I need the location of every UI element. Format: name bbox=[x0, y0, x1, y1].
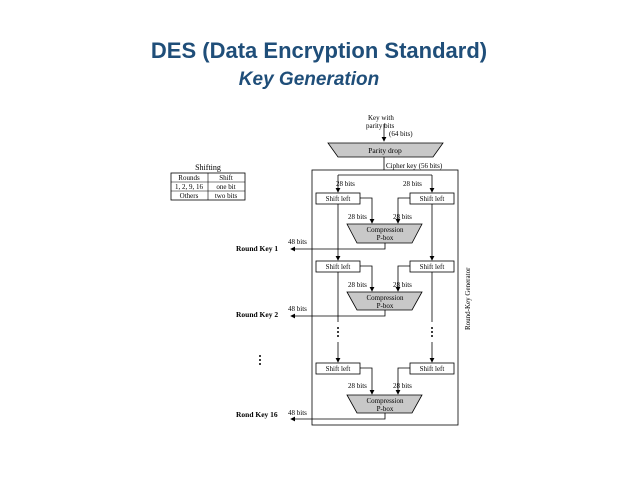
round-key-bits-label: 48 bits bbox=[288, 305, 307, 313]
compression-label: Compression bbox=[367, 226, 404, 234]
table-cell: Others bbox=[180, 192, 199, 200]
parity-drop-label: Parity drop bbox=[368, 146, 402, 155]
compression-pbox bbox=[346, 394, 423, 414]
table-header-shift: Shift bbox=[219, 174, 233, 182]
round-key-bits-label: 48 bits bbox=[288, 238, 307, 246]
shifting-table-title: Shifting bbox=[195, 163, 221, 172]
round-key-generator-frame bbox=[311, 169, 459, 426]
compression-label: Compression bbox=[367, 294, 404, 302]
half-bits-label: 28 bits bbox=[393, 382, 412, 390]
input-label: parity bits bbox=[366, 122, 394, 130]
compression-pbox bbox=[346, 223, 423, 244]
table-cell: 1, 2, 9, 16 bbox=[175, 183, 204, 191]
half-bits-label: 28 bits bbox=[336, 180, 355, 188]
compression-pbox bbox=[346, 291, 423, 311]
shift-left-label: Shift left bbox=[420, 365, 445, 373]
round-key-1-label: Round Key 1 bbox=[236, 244, 278, 253]
shift-left-label: Shift left bbox=[326, 195, 351, 203]
cipher-key-label: Cipher key (56 bits) bbox=[386, 162, 443, 170]
half-bits-label: 28 bits bbox=[393, 213, 412, 221]
compression-label: Compression bbox=[367, 397, 404, 405]
shift-left-label: Shift left bbox=[420, 263, 445, 271]
parity-drop-box bbox=[327, 142, 444, 158]
compression-label: P-box bbox=[377, 234, 394, 242]
shift-left-label: Shift left bbox=[326, 365, 351, 373]
ellipsis-dots bbox=[259, 327, 433, 365]
round-key-bits-label: 48 bits bbox=[288, 409, 307, 417]
half-bits-label: 28 bits bbox=[348, 213, 367, 221]
half-bits-label: 28 bits bbox=[348, 281, 367, 289]
table-header-rounds: Rounds bbox=[178, 174, 200, 182]
slide-subtitle: Key Generation bbox=[238, 69, 380, 90]
shift-left-box bbox=[409, 362, 455, 375]
shift-left-label: Shift left bbox=[326, 263, 351, 271]
generator-label: Round-Key Generator bbox=[464, 267, 472, 330]
table-cell: two bits bbox=[215, 192, 238, 200]
shift-left-box bbox=[315, 362, 361, 375]
input-bits-label: (64 bits) bbox=[389, 130, 413, 138]
slide-title: DES (Data Encryption Standard) bbox=[150, 38, 488, 63]
half-bits-label: 28 bits bbox=[403, 180, 422, 188]
half-bits-label: 28 bits bbox=[393, 281, 412, 289]
shifting-table: Shifting Rounds Shift 1, 2, 9, 16 one bi… bbox=[170, 163, 246, 201]
half-bits-label: 28 bits bbox=[348, 382, 367, 390]
shift-left-label: Shift left bbox=[420, 195, 445, 203]
round-key-16-label: Rond Key 16 bbox=[236, 410, 278, 419]
input-label: Key with bbox=[368, 114, 394, 122]
compression-label: P-box bbox=[377, 302, 394, 310]
round-key-2-label: Round Key 2 bbox=[236, 310, 278, 319]
table-cell: one bit bbox=[216, 183, 235, 191]
compression-label: P-box bbox=[377, 405, 394, 413]
